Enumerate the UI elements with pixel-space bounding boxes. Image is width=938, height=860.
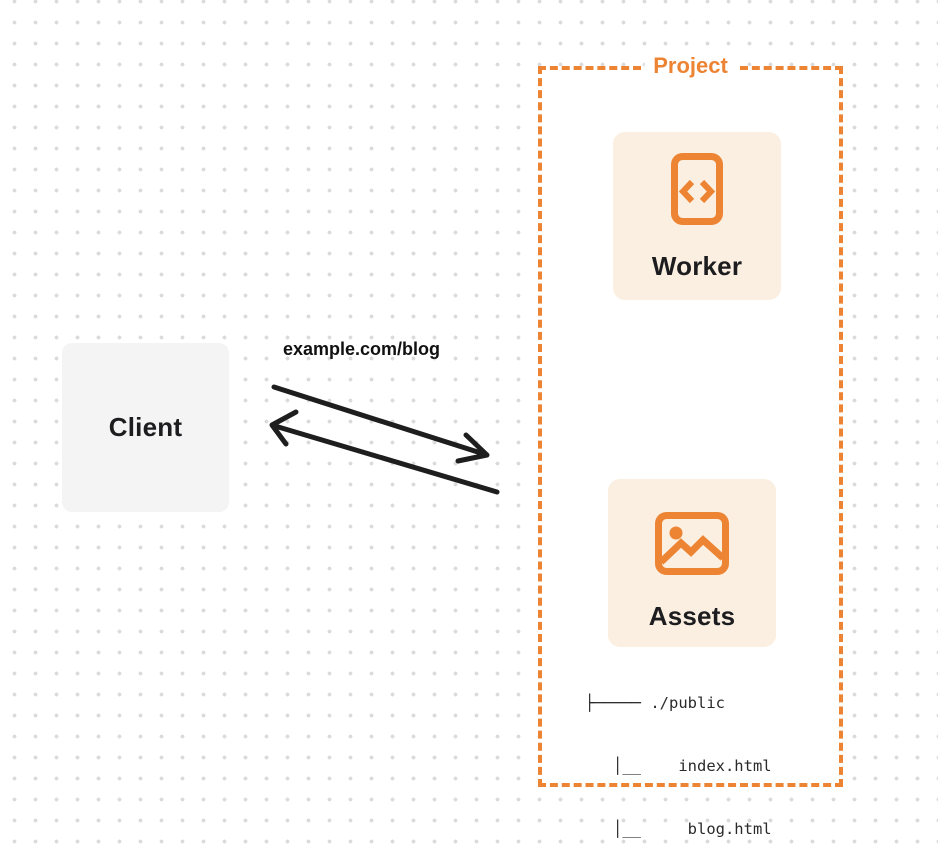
assets-label: Assets: [648, 601, 736, 631]
file-tree-line: │__ blog.html: [585, 820, 772, 838]
file-tree-line: │__ index.html: [585, 757, 772, 775]
assets-node: Assets: [608, 479, 776, 647]
response-arrow-shaft: [272, 423, 500, 495]
response-arrowhead-icon: [269, 409, 299, 447]
worker-node: Worker: [613, 132, 781, 300]
client-label: Client: [108, 412, 183, 442]
assets-file-tree: ├───── ./public │__ index.html │__ blog.…: [585, 651, 772, 860]
worker-label: Worker: [651, 251, 743, 281]
request-url-label: example.com/blog: [283, 339, 441, 359]
file-tree-line: ├───── ./public: [585, 694, 725, 712]
image-icon: [655, 512, 729, 575]
client-node: Client: [62, 343, 229, 512]
request-arrowhead-icon: [455, 432, 490, 464]
project-boundary: Project Worker Assets: [538, 51, 843, 838]
code-document-icon: [671, 153, 723, 225]
project-label: Project: [644, 51, 737, 81]
request-arrow-shaft: [271, 384, 487, 457]
